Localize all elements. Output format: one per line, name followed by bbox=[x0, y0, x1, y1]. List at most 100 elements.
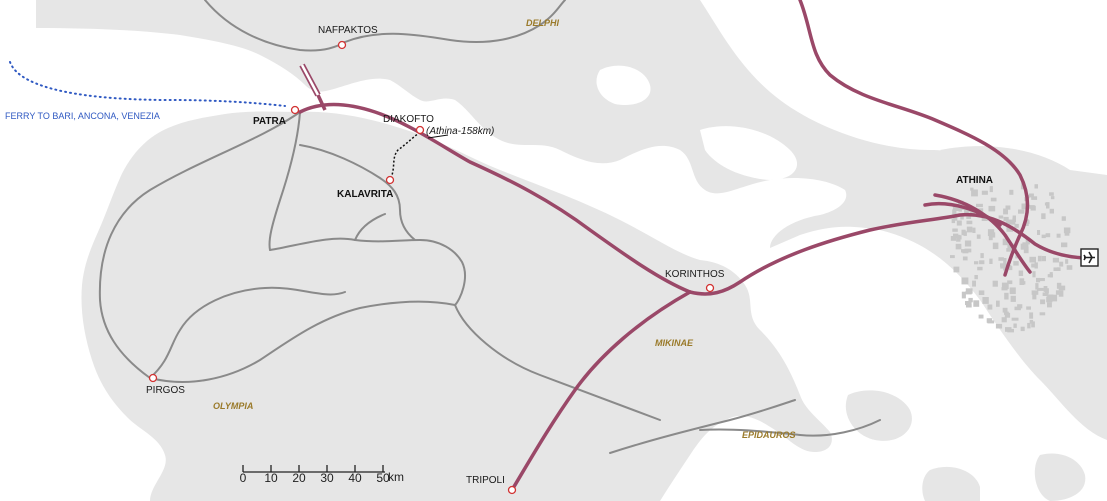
scale-unit: km bbox=[388, 470, 404, 484]
scale-label: 10 bbox=[264, 471, 278, 485]
urban-block bbox=[1049, 208, 1054, 214]
urban-block bbox=[1039, 278, 1045, 282]
urban-block bbox=[978, 290, 985, 295]
urban-block bbox=[1003, 264, 1007, 271]
landmass-peloponnese bbox=[81, 111, 832, 501]
urban-block bbox=[1006, 248, 1011, 252]
urban-block bbox=[981, 217, 988, 221]
urban-block bbox=[982, 297, 989, 304]
urban-block bbox=[1001, 317, 1007, 323]
landmass-attica-east bbox=[940, 146, 1107, 200]
road bbox=[454, 304, 661, 421]
urban-block bbox=[1027, 322, 1031, 329]
urban-block bbox=[988, 205, 996, 212]
urban-block bbox=[968, 297, 973, 303]
urban-block bbox=[1031, 196, 1038, 200]
urban-block bbox=[1051, 294, 1058, 302]
urban-block bbox=[1009, 189, 1014, 195]
road bbox=[354, 213, 386, 241]
road bbox=[299, 144, 416, 241]
marker-diakofto bbox=[415, 125, 425, 135]
scale-label: 50 bbox=[376, 471, 390, 485]
urban-block bbox=[1039, 312, 1046, 316]
urban-block bbox=[1017, 304, 1023, 309]
urban-block bbox=[961, 277, 969, 285]
road bbox=[204, 0, 346, 52]
urban-block bbox=[1037, 287, 1044, 291]
urban-block bbox=[1014, 223, 1019, 228]
urban-block bbox=[1032, 292, 1037, 300]
urban-block bbox=[1047, 302, 1052, 308]
urban-block bbox=[1056, 233, 1061, 238]
marker-kalavrita bbox=[385, 175, 395, 185]
urban-block bbox=[1004, 292, 1009, 300]
urban-block bbox=[977, 266, 983, 271]
urban-block bbox=[964, 208, 969, 213]
urban-block bbox=[992, 280, 998, 287]
urban-block bbox=[950, 236, 957, 241]
urban-block bbox=[1007, 328, 1014, 333]
urban-block bbox=[1031, 290, 1039, 295]
urban-block bbox=[1003, 216, 1009, 222]
label-pirgos: PIRGOS bbox=[146, 385, 185, 396]
note-arrow bbox=[427, 134, 449, 139]
urban-block bbox=[989, 258, 993, 264]
urban-block bbox=[1046, 296, 1053, 303]
urban-block bbox=[1066, 265, 1073, 270]
road bbox=[268, 111, 301, 251]
urban-block bbox=[1018, 209, 1025, 214]
urban-block bbox=[1004, 311, 1009, 315]
railway bbox=[510, 290, 692, 492]
label-nafpaktos: NAFPAKTOS bbox=[318, 25, 378, 36]
railway bbox=[923, 201, 1002, 227]
urban-block bbox=[1042, 292, 1049, 296]
urban-block bbox=[1031, 263, 1036, 268]
urban-block bbox=[1037, 255, 1042, 262]
urban-block bbox=[989, 186, 993, 193]
airplane-icon bbox=[1080, 248, 1099, 267]
urban-block bbox=[1029, 256, 1036, 263]
urban-block bbox=[972, 280, 976, 287]
urban-block bbox=[965, 301, 972, 306]
urban-block bbox=[964, 240, 972, 247]
urban-block bbox=[1026, 306, 1031, 310]
gulf-inlet bbox=[700, 126, 798, 180]
town-markers bbox=[148, 40, 715, 495]
urban-block bbox=[971, 189, 978, 197]
urban-block bbox=[1049, 272, 1053, 278]
urban-block bbox=[970, 187, 974, 191]
urban-block bbox=[1053, 267, 1058, 271]
rack-railway bbox=[391, 131, 421, 176]
urban-block bbox=[990, 197, 997, 202]
ferry-route bbox=[9, 61, 286, 107]
urban-block bbox=[974, 275, 978, 280]
urban-block bbox=[1045, 233, 1051, 238]
urban-block bbox=[1058, 285, 1066, 291]
scale-label: 0 bbox=[240, 471, 247, 485]
gulf-inlet bbox=[596, 65, 651, 106]
label-olympia: OLYMPIA bbox=[213, 401, 253, 411]
label-diakofto-note: (Athina-158km) bbox=[426, 126, 494, 137]
urban-block bbox=[1001, 287, 1008, 291]
urban-block bbox=[978, 314, 984, 319]
urban-block bbox=[1010, 295, 1016, 302]
urban-block bbox=[1022, 242, 1029, 248]
urban-block bbox=[956, 234, 961, 242]
urban-block bbox=[1002, 307, 1008, 313]
urban-block bbox=[1055, 290, 1060, 295]
urban-block bbox=[1011, 317, 1019, 321]
urban-block bbox=[961, 229, 966, 236]
urban-block bbox=[1021, 203, 1028, 210]
urban-block bbox=[992, 242, 999, 250]
scale-label: 20 bbox=[292, 471, 306, 485]
urban-block bbox=[952, 228, 958, 232]
urban-block bbox=[1043, 286, 1048, 292]
urban-block bbox=[1009, 287, 1016, 295]
road bbox=[98, 111, 301, 379]
urban-block bbox=[1061, 216, 1066, 221]
urban-area bbox=[950, 182, 1073, 333]
urban-block bbox=[952, 209, 957, 217]
